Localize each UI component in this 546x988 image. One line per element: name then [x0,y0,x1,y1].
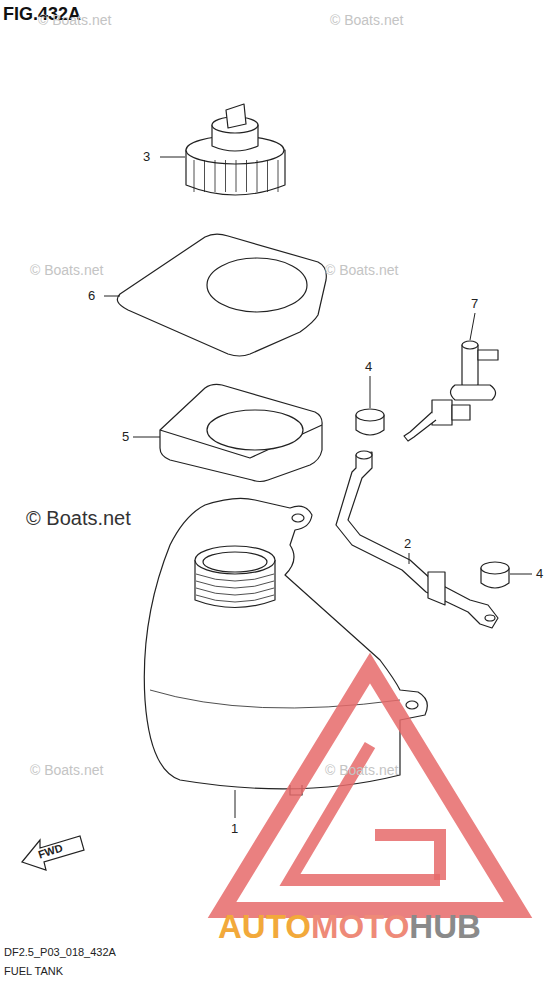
callout-number: 7 [471,297,478,310]
callout-number: 2 [404,537,411,550]
bracket [336,452,498,628]
seal [160,384,322,481]
callout-number: 4 [536,567,543,580]
fuel-cock [462,345,478,389]
fwd-arrow [22,836,84,870]
watermark: © Boats.net [325,263,398,277]
watermark: © Boats.net [30,263,103,277]
logo-text: MOTO [311,910,409,943]
logo-text: AUTO [218,910,311,943]
watermark: © Boats.net [26,508,131,528]
callout-number: 1 [231,822,238,835]
callout-number: 3 [143,150,150,163]
callout-number: 6 [88,289,95,302]
watermark: © Boats.net [325,763,398,777]
callout-number: 5 [122,430,129,443]
watermark: © Boats.net [38,13,111,27]
watermark: © Boats.net [330,13,403,27]
callout-number: 4 [365,360,372,373]
gasket [117,234,326,356]
logo-text: HUB [409,910,481,943]
logo-mark [222,668,518,910]
figure-caption: FUEL TANK [4,966,63,977]
figure-code: DF2.5_P03_018_432A [4,947,116,958]
fuel-tank [144,498,427,789]
watermark: © Boats.net [30,763,103,777]
